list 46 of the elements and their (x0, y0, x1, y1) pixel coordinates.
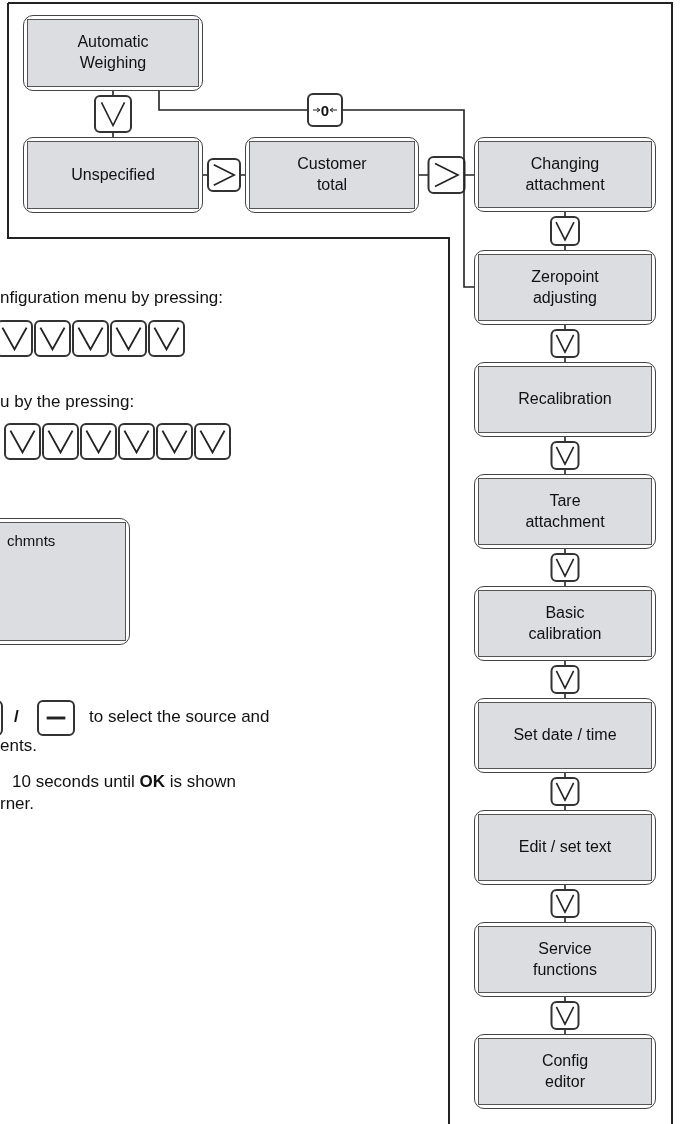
menu-label: Basic calibration (527, 602, 603, 644)
key-arrow (202, 158, 246, 192)
instruction-text: to select the source and (89, 706, 270, 728)
instruction-text: / (14, 706, 19, 728)
menu-box (474, 922, 656, 997)
menu-box (474, 362, 656, 437)
connector-line (158, 90, 475, 288)
menu-box (474, 250, 656, 325)
menu-label: Zeropoint adjusting (530, 266, 600, 308)
menu-box (474, 474, 656, 549)
key-arrow (418, 156, 475, 194)
menu-box (474, 586, 656, 661)
menu-label: Edit / set text (518, 837, 612, 858)
key-arrow (550, 772, 580, 811)
instruction-text: 10 seconds until OK is shown (12, 771, 236, 793)
menu-label: Set date / time (513, 725, 617, 746)
key-arrow (550, 211, 580, 251)
key-arrow (94, 90, 132, 138)
menu-box (474, 137, 656, 212)
display-screen (0, 518, 130, 645)
key-arrow (550, 324, 580, 363)
zero-key: 0 (307, 93, 343, 127)
instruction-text: nfiguration menu by pressing: (0, 287, 224, 309)
menu-label: Changing attachment (524, 153, 606, 195)
menu-label: Customer total (296, 154, 368, 195)
menu-box (474, 698, 656, 773)
key-arrow (550, 660, 580, 699)
menu-box (23, 137, 203, 213)
menu-label: Config editor (540, 1050, 590, 1092)
menu-label: Recalibration (518, 389, 612, 410)
menu-label: Tare attachment (524, 490, 606, 532)
menu-box (23, 15, 203, 91)
instruction-text: ents. (0, 735, 37, 757)
menu-label: Unspecified (71, 164, 155, 185)
menu-label: Automatic Weighing (76, 32, 150, 73)
key-arrow (550, 436, 580, 475)
key-arrow (550, 996, 580, 1035)
instruction-text: u by the pressing: (0, 391, 135, 413)
menu-box (474, 810, 656, 885)
key-arrow (550, 884, 580, 923)
menu-box (245, 137, 419, 213)
menu-box (474, 1034, 656, 1109)
display-text: chmnts (7, 531, 56, 551)
instruction-text: rner. (0, 793, 35, 815)
key-arrow (550, 548, 580, 587)
menu-label: Service functions (531, 938, 598, 980)
